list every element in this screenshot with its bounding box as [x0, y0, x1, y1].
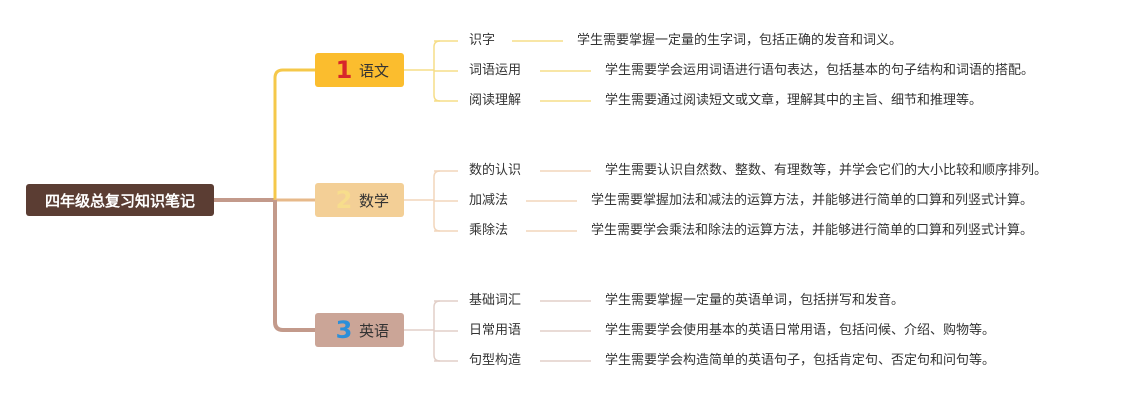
leaf-topic: 加减法	[469, 193, 509, 208]
branch-connector	[273, 200, 315, 332]
root-node: 四年级总复习知识笔记	[26, 184, 214, 216]
root-label: 四年级总复习知识笔记	[44, 191, 195, 210]
leaf-topic: 识字	[469, 33, 496, 48]
branch-number: 3	[335, 316, 353, 344]
branch-number: 2	[335, 186, 353, 214]
leaf-description: 学生需要通过阅读短文或文章，理解其中的主旨、细节和推理等。	[605, 93, 983, 108]
branch-connector	[273, 68, 315, 200]
branch-label: 数学	[359, 191, 390, 210]
leaf-description: 学生需要掌握一定量的生字词，包括正确的发音和词义。	[577, 33, 903, 48]
branch-label: 英语	[359, 321, 390, 340]
branch-number: 1	[335, 56, 353, 84]
branch-label: 语文	[359, 61, 390, 80]
branch-node-math: 2 数学	[315, 183, 404, 217]
leaf-topic: 日常用语	[469, 323, 522, 338]
leaf-description: 学生需要学会使用基本的英语日常用语，包括问候、介绍、购物等。	[605, 323, 996, 338]
leaf-description: 学生需要认识自然数、整数、有理数等，并学会它们的大小比较和顺序排列。	[605, 163, 1048, 178]
leaf-description: 学生需要学会运用词语进行语句表达，包括基本的句子结构和词语的搭配。	[605, 63, 1035, 78]
leaf-topic: 基础词汇	[469, 293, 522, 308]
leaf-description: 学生需要掌握加法和减法的运算方法，并能够进行简单的口算和列竖式计算。	[591, 193, 1034, 208]
leaf-topic: 乘除法	[469, 223, 509, 238]
branch-node-chinese: 1 语文	[315, 53, 404, 87]
leaf-description: 学生需要学会构造简单的英语句子，包括肯定句、否定句和问句等。	[605, 353, 996, 368]
leaf-topic: 词语运用	[469, 63, 522, 78]
leaf-description: 学生需要学会乘法和除法的运算方法，并能够进行简单的口算和列竖式计算。	[591, 223, 1034, 238]
leaf-topic: 阅读理解	[469, 93, 522, 108]
leaf-topic: 句型构造	[469, 353, 522, 368]
leaf-topic: 数的认识	[469, 163, 522, 178]
leaf-description: 学生需要掌握一定量的英语单词，包括拼写和发音。	[605, 293, 905, 308]
branch-node-english: 3 英语	[315, 313, 404, 347]
